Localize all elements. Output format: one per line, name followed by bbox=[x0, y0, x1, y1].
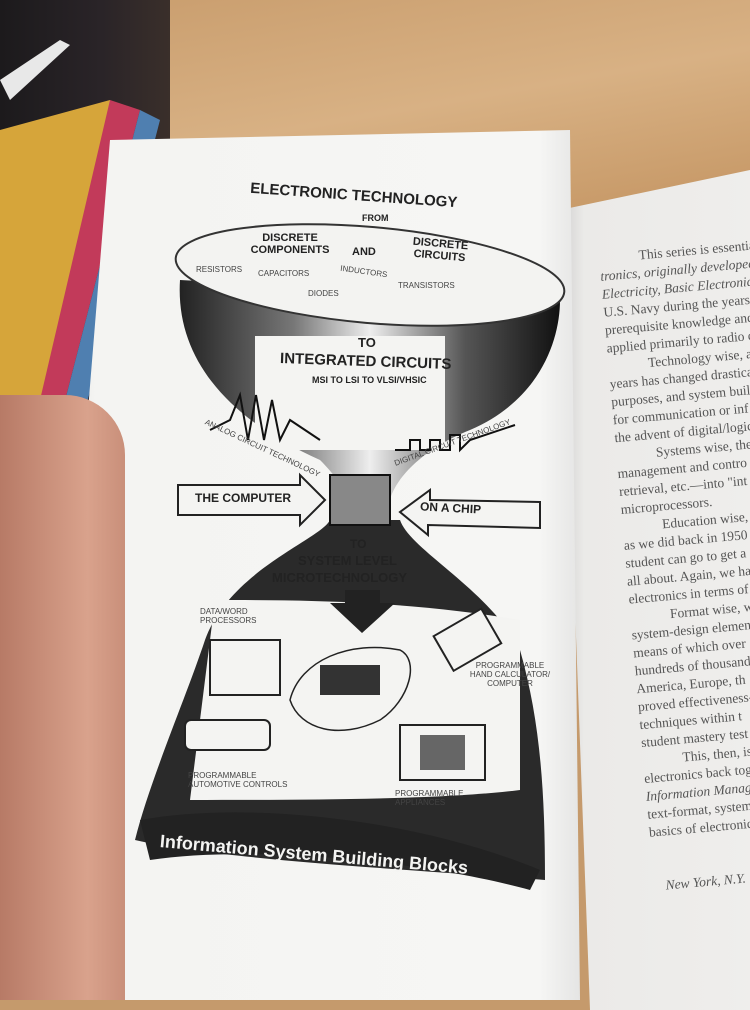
down-arrow bbox=[330, 590, 395, 633]
chip-arrow bbox=[398, 488, 541, 538]
ic-scale-label: MSI TO LSI TO VLSI/VHSIC bbox=[312, 375, 427, 385]
system-level-label: SYSTEM LEVEL bbox=[298, 553, 397, 568]
from-label: FROM bbox=[362, 213, 389, 223]
calculator-icon bbox=[432, 607, 503, 673]
automotive-label: PROGRAMMABLE AUTOMOTIVE CONTROLS bbox=[188, 771, 288, 789]
to-label-2: TO bbox=[350, 537, 367, 551]
hand bbox=[0, 395, 125, 1000]
diodes-label: DIODES bbox=[308, 289, 339, 298]
word-processors-label: DATA/WORD PROCESSORS bbox=[200, 607, 257, 625]
computer-icon bbox=[209, 639, 281, 696]
capacitors-label: CAPACITORS bbox=[258, 269, 310, 278]
right-page bbox=[560, 170, 750, 1010]
and-label: AND bbox=[352, 246, 376, 258]
transistors-label: TRANSISTORS bbox=[398, 281, 455, 290]
to-label-1: TO bbox=[358, 335, 376, 350]
resistors-label: RESISTORS bbox=[196, 265, 243, 274]
car-icon bbox=[184, 719, 271, 751]
the-computer-label: THE COMPUTER bbox=[195, 491, 291, 505]
calculator-label: PROGRAMMABLE HAND CALCULATOR/ COMPUTER bbox=[469, 661, 551, 688]
discrete-components-label: DISCRETE COMPONENTS bbox=[250, 232, 330, 257]
discrete-components-ellipse bbox=[174, 223, 566, 327]
computer-arrow bbox=[177, 472, 327, 528]
microtechnology-label: MICROTECHNOLOGY bbox=[272, 570, 408, 585]
appliances-label: PROGRAMMABLE APPLIANCES bbox=[395, 789, 464, 807]
chip bbox=[329, 474, 391, 526]
banner bbox=[140, 812, 540, 890]
